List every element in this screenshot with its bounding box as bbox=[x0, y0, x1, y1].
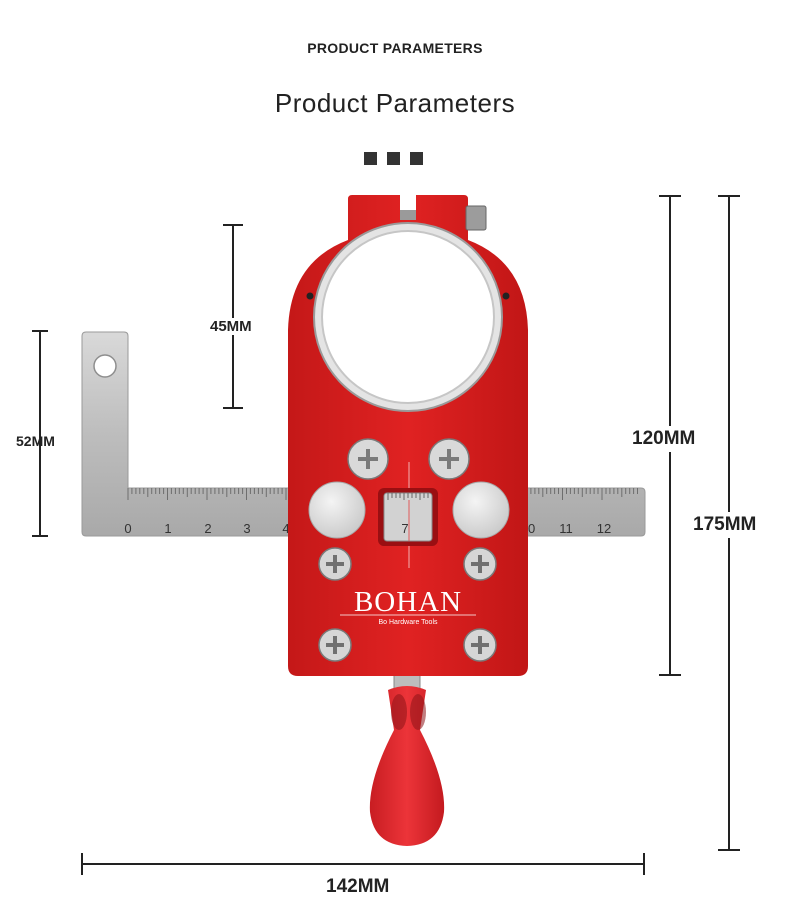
ruler-tick-label: 3 bbox=[243, 521, 250, 536]
ruler-tick-label: 2 bbox=[204, 521, 211, 536]
adjust-screw bbox=[347, 438, 389, 480]
adjust-screw bbox=[428, 438, 470, 480]
section-eyebrow: PRODUCT PARAMETERS bbox=[307, 40, 483, 56]
guide-disc bbox=[308, 481, 366, 539]
ruler-height-dimension-label: 52MM bbox=[16, 433, 55, 449]
jig-body: 7 BOHAN Bo Hardware Tools bbox=[288, 195, 528, 676]
ruler-tick-label: 12 bbox=[597, 521, 611, 536]
set-screw bbox=[465, 205, 487, 231]
body-screw bbox=[318, 547, 352, 581]
window-scale-value: 7 bbox=[401, 521, 408, 536]
total-width-dimension-label: 142MM bbox=[326, 876, 390, 897]
section-title: Product Parameters bbox=[274, 88, 516, 118]
ruler-tick-label: 11 bbox=[559, 521, 573, 536]
brand-logo: BOHAN bbox=[354, 586, 462, 618]
ruler-tick-label: 4 bbox=[282, 521, 289, 536]
total-height-dimension-label: 175MM bbox=[693, 512, 757, 538]
bore-hole bbox=[321, 230, 495, 404]
body-height-dimension-label: 120MM bbox=[632, 426, 696, 452]
ruler-tick-label: 0 bbox=[124, 521, 131, 536]
brand-tagline: Bo Hardware Tools bbox=[378, 619, 438, 626]
body-screw bbox=[463, 547, 497, 581]
handle bbox=[369, 671, 445, 846]
body-screw bbox=[318, 628, 352, 662]
body-screw bbox=[463, 628, 497, 662]
guide-disc bbox=[452, 481, 510, 539]
ruler-tick-label: 1 bbox=[164, 521, 171, 536]
bore-dimension-label: 45MM bbox=[208, 318, 254, 335]
decorative-dots bbox=[364, 152, 433, 165]
hanging-hole bbox=[93, 354, 117, 378]
